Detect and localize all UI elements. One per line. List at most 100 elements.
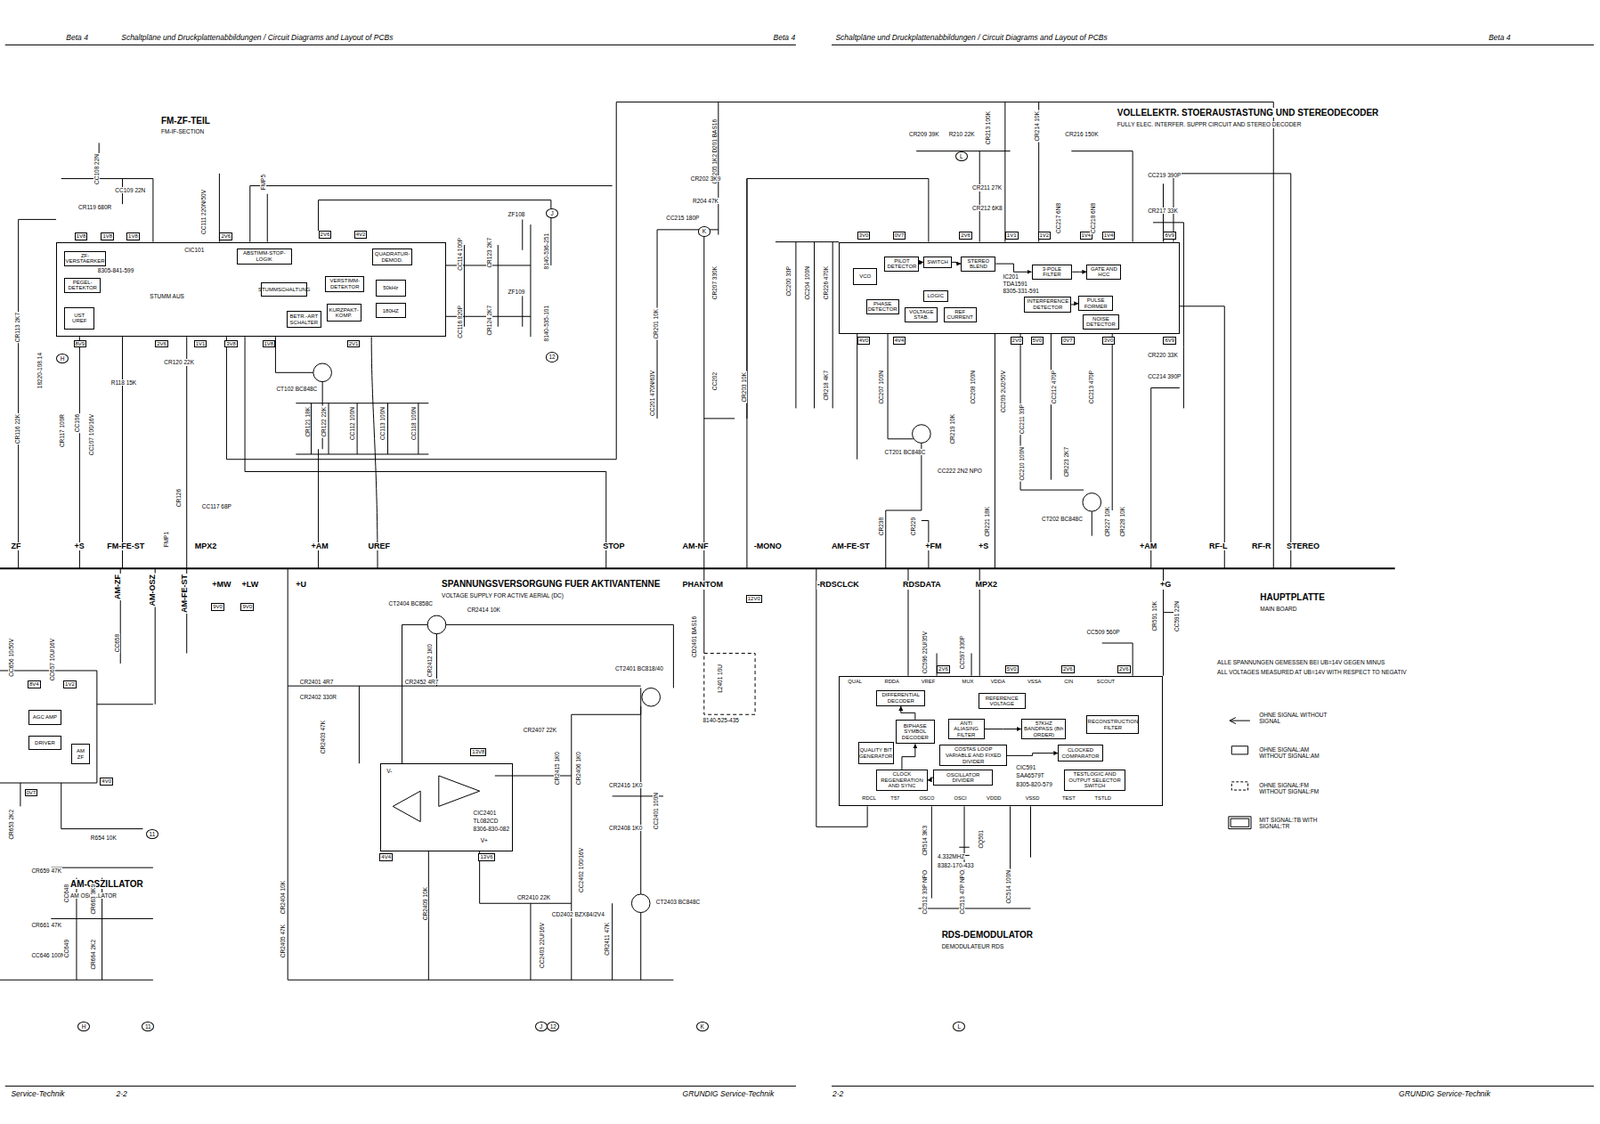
- pin-name: T57: [889, 795, 901, 801]
- pin-name: RDDA: [883, 678, 900, 684]
- part-label: R204 47K: [691, 197, 720, 204]
- part-label: CC591 22N: [1173, 600, 1180, 633]
- part-label: CR124 2K7: [486, 304, 493, 337]
- signal-connector: [901, 706, 916, 720]
- part-label: CC596 22U/35V: [921, 630, 928, 675]
- part-label: CR223 2K7: [1063, 446, 1070, 479]
- callout-number: 12: [545, 351, 559, 362]
- legend-text: OHNE SIGNAL:AM WITHOUT SIGNAL:AM: [1258, 746, 1329, 760]
- voltage-box: 3V8: [224, 340, 238, 349]
- part-label: ZF109: [507, 288, 527, 295]
- voltage-box: 2V6: [1117, 665, 1131, 674]
- voltage-box: 6V9: [1162, 231, 1177, 240]
- voltage-box: 4V0: [857, 336, 871, 345]
- function-block: PEGEL-DETEKTOR: [64, 277, 101, 293]
- part-label: CR220 33K: [1146, 351, 1179, 358]
- part-label: 8140-535-101: [543, 304, 550, 342]
- signal-name: RF-L: [1208, 542, 1229, 552]
- signal-connector: [951, 261, 961, 264]
- pin-name: MUX: [961, 678, 975, 684]
- block-label: STEREO BLEND: [962, 258, 994, 270]
- voltage-box: 2V6: [958, 231, 973, 240]
- part-label: CR203 10K: [740, 371, 748, 404]
- part-label: CR122 22K: [320, 406, 327, 439]
- ic-package: IC201TDA15918305-331-591PILOT DETECTORSW…: [838, 242, 1180, 334]
- block-label: DRIVER: [34, 739, 56, 747]
- part-label: CR217 33K: [1146, 207, 1179, 214]
- block-label: 8306-830-082: [473, 825, 510, 832]
- block-label: UREF: [72, 317, 87, 325]
- block-label: AGC AMP: [32, 714, 57, 721]
- page-header: Beta 4: [772, 33, 797, 42]
- part-label: CC217 6N8: [1055, 202, 1062, 235]
- schematic-line: [427, 615, 447, 634]
- schematic-line: [857, 173, 1292, 569]
- part-label: CR227 10K: [1104, 505, 1111, 538]
- section-subheading: ALL VOLTAGES MEASURED AT UB=14V WITH RES…: [1216, 668, 1407, 675]
- pin-name: VDDD: [985, 795, 1002, 801]
- block-label: PULSE FORMER: [1080, 297, 1112, 309]
- block-label: IC201: [1002, 273, 1018, 280]
- part-label: CR214 10K: [1033, 110, 1040, 143]
- part-label: CC208 100N: [969, 369, 976, 406]
- pin-name: VSSD: [1024, 795, 1041, 801]
- part-label: V-: [385, 767, 393, 774]
- part-label: CR664 2K2: [89, 938, 97, 971]
- function-block: 57KHZ BANDPASS (8th ORDER): [1021, 718, 1066, 740]
- block-label: DIFFERENTIAL DECODER: [877, 691, 924, 704]
- part-label: CC215 180P: [665, 214, 700, 221]
- signal-name: +MW: [211, 580, 232, 590]
- function-block: 180HZ: [375, 302, 407, 318]
- pin-name: VDDA: [990, 678, 1007, 684]
- voltage-box: 2V1: [347, 340, 361, 349]
- part-label: CR659 47K: [30, 867, 63, 874]
- part-label: CR2406 1K0: [575, 750, 582, 786]
- block-label: QUALITY BIT GENERATOR: [859, 747, 893, 759]
- voltage-box: 1V1: [1005, 231, 1019, 240]
- signal-name: AM-FE-ST: [830, 542, 871, 552]
- part-label: CR2412 1K0: [426, 642, 433, 678]
- voltage-box: 3V0: [1102, 336, 1116, 345]
- function-block: ANTI ALIASING FILTER: [948, 718, 985, 740]
- schematic-line: [1231, 781, 1248, 790]
- part-label: CC107 100/16V: [88, 413, 95, 456]
- part-label: 8140-525-435: [701, 716, 740, 723]
- schematic-line: [0, 567, 1396, 569]
- section-heading: RDS-DEMODULATOR: [941, 929, 1034, 940]
- part-label: 8140-536-251: [543, 232, 550, 270]
- block-label: PEGEL-DETEKTOR: [65, 279, 99, 292]
- schematic-line: [775, 242, 839, 409]
- function-block: 3-POLE FILTER: [1031, 264, 1073, 280]
- part-label: CR211 27K: [971, 184, 1003, 191]
- part-label: CR119 680R: [77, 203, 113, 211]
- part-label: STUMM AUS: [148, 292, 186, 300]
- voltage-box: 1V8: [126, 232, 140, 241]
- signal-name: ZF: [9, 542, 22, 552]
- function-block: INTERFERENCE DETECTOR: [1023, 296, 1072, 312]
- part-label: CR216 150K: [1063, 130, 1099, 138]
- part-label: CC222 2N2 NPO: [936, 467, 983, 474]
- callout-number: J: [535, 1021, 548, 1032]
- page-header: 2-2: [115, 1089, 129, 1098]
- block-label: STUMMSCHALTUNG: [258, 286, 311, 293]
- schematic-line: [1229, 717, 1251, 724]
- block-label: 50kHz: [382, 284, 398, 292]
- schematic-line: [275, 336, 429, 455]
- signal-name: +U: [294, 580, 308, 590]
- signal-connector: [984, 728, 1022, 730]
- signal-name: +AM: [1138, 542, 1158, 552]
- legend-text: OHNE SIGNAL:FM WITHOUT SIGNAL:FM: [1258, 781, 1329, 796]
- part-label: CR113 2K7: [14, 311, 21, 343]
- signal-name: +FM: [924, 542, 943, 552]
- schematic-line: [916, 102, 1184, 409]
- function-block: BIPHASE SYMBOL DECODER: [895, 719, 935, 745]
- voltage-box: 1V2: [63, 680, 77, 689]
- function-block: ABSTIMM-STOP-LOGIK: [236, 248, 293, 264]
- schematic-line: [226, 102, 1274, 569]
- block-label: PHASE DETECTOR: [868, 300, 898, 313]
- part-label: CR2414 10K: [466, 606, 502, 613]
- part-label: CR212 6K8: [971, 204, 1004, 212]
- voltage-box: 2V6: [318, 230, 333, 239]
- function-block: ZF-VERSTAERKER: [64, 251, 106, 267]
- voltage-box: 0V7: [24, 788, 39, 797]
